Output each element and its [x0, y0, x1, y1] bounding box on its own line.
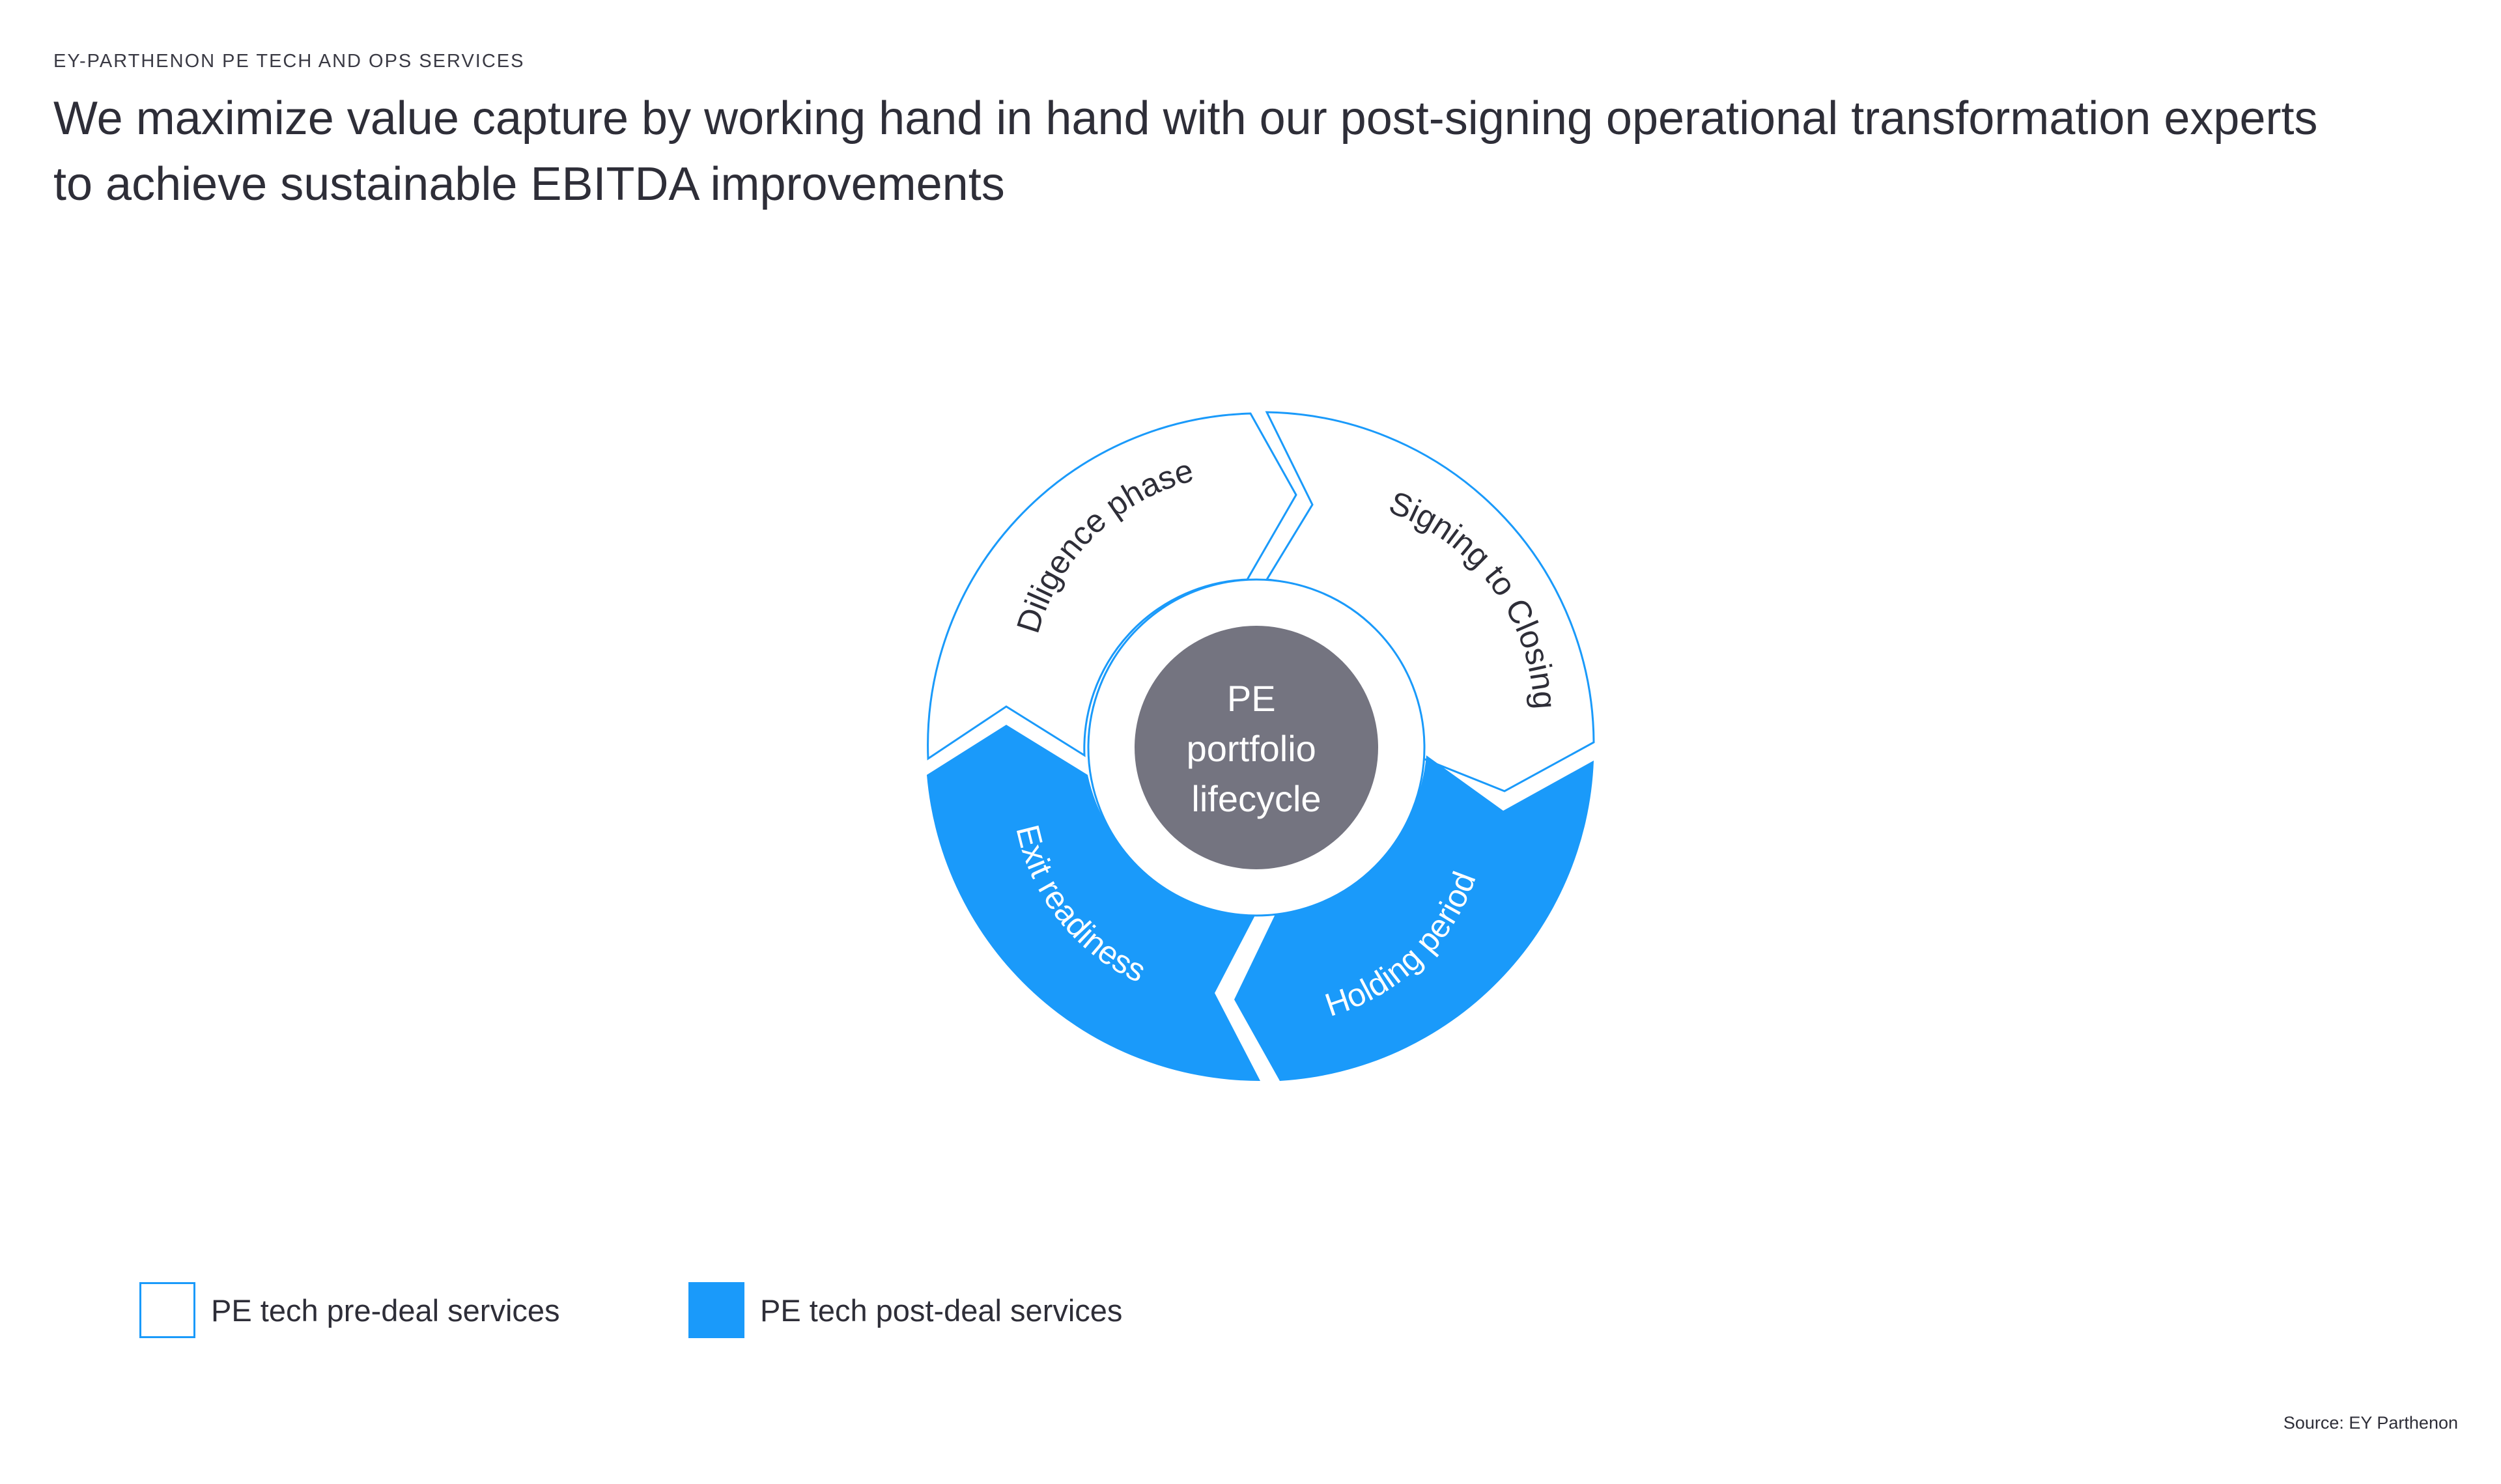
- legend-item-post-deal: PE tech post-deal services: [688, 1281, 1122, 1339]
- center-disc: [1135, 626, 1378, 869]
- center-label-line-3: lifecycle: [1191, 778, 1321, 819]
- center-label: PE portfolio lifecycle: [1187, 678, 1327, 819]
- page-title-line-1: We maximize value capture by working han…: [53, 92, 2318, 145]
- center-label-line-2: portfolio: [1187, 728, 1316, 769]
- eyebrow-label: EY-PARTHENON PE TECH AND OPS SERVICES: [53, 51, 525, 72]
- legend-label-post-deal: PE tech post-deal services: [760, 1293, 1123, 1328]
- legend-item-pre-deal: PE tech pre-deal services: [139, 1281, 560, 1339]
- segment-holding-period: [1234, 755, 1594, 1081]
- source-note: Source: EY Parthenon: [2283, 1413, 2458, 1433]
- segment-diligence-phase: [927, 412, 1297, 761]
- segment-exit-readiness: [927, 725, 1260, 1082]
- legend-label-pre-deal: PE tech pre-deal services: [211, 1293, 560, 1328]
- page-title-line-2: to achieve sustainable EBITDA improvemen…: [53, 158, 1005, 210]
- legend-swatch-post-deal: [688, 1282, 744, 1338]
- center-label-line-1: PE: [1227, 678, 1276, 719]
- legend-swatch-pre-deal: [139, 1282, 195, 1338]
- page-title: We maximize value capture by working han…: [53, 86, 2398, 217]
